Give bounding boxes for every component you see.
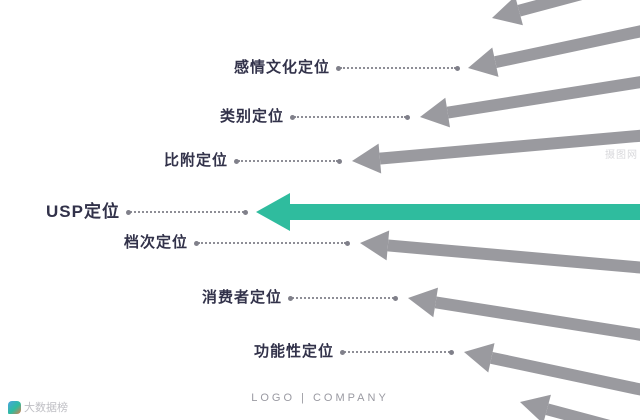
watermark-text: 大数据榜 <box>24 402 68 414</box>
label-category: 类别定位 <box>219 108 284 125</box>
right-edge-watermark: 摄图网 <box>605 150 638 161</box>
dotted-leader <box>290 114 410 120</box>
label-consumer: 消费者定位 <box>201 289 282 306</box>
dotted-leader <box>194 240 350 246</box>
label-comparison: 比附定位 <box>163 152 228 169</box>
dotted-leader <box>234 158 342 164</box>
label-emotion-culture: 感情文化定位 <box>233 59 330 76</box>
dotted-leader <box>288 295 398 301</box>
teal-arrow-icon <box>256 193 640 231</box>
dotted-leader <box>336 65 460 71</box>
label-functional: 功能性定位 <box>253 343 334 360</box>
gray-arrow-icon <box>358 228 640 298</box>
watermark-logo-icon <box>8 400 21 414</box>
footer-logo-text: LOGO | COMPANY <box>251 392 389 404</box>
label-usp: USP定位 <box>46 202 120 221</box>
label-grade: 档次定位 <box>123 234 188 251</box>
dotted-leader <box>340 349 454 355</box>
dotted-leader <box>126 209 248 215</box>
bottom-left-watermark: 大数据榜 <box>8 399 68 415</box>
